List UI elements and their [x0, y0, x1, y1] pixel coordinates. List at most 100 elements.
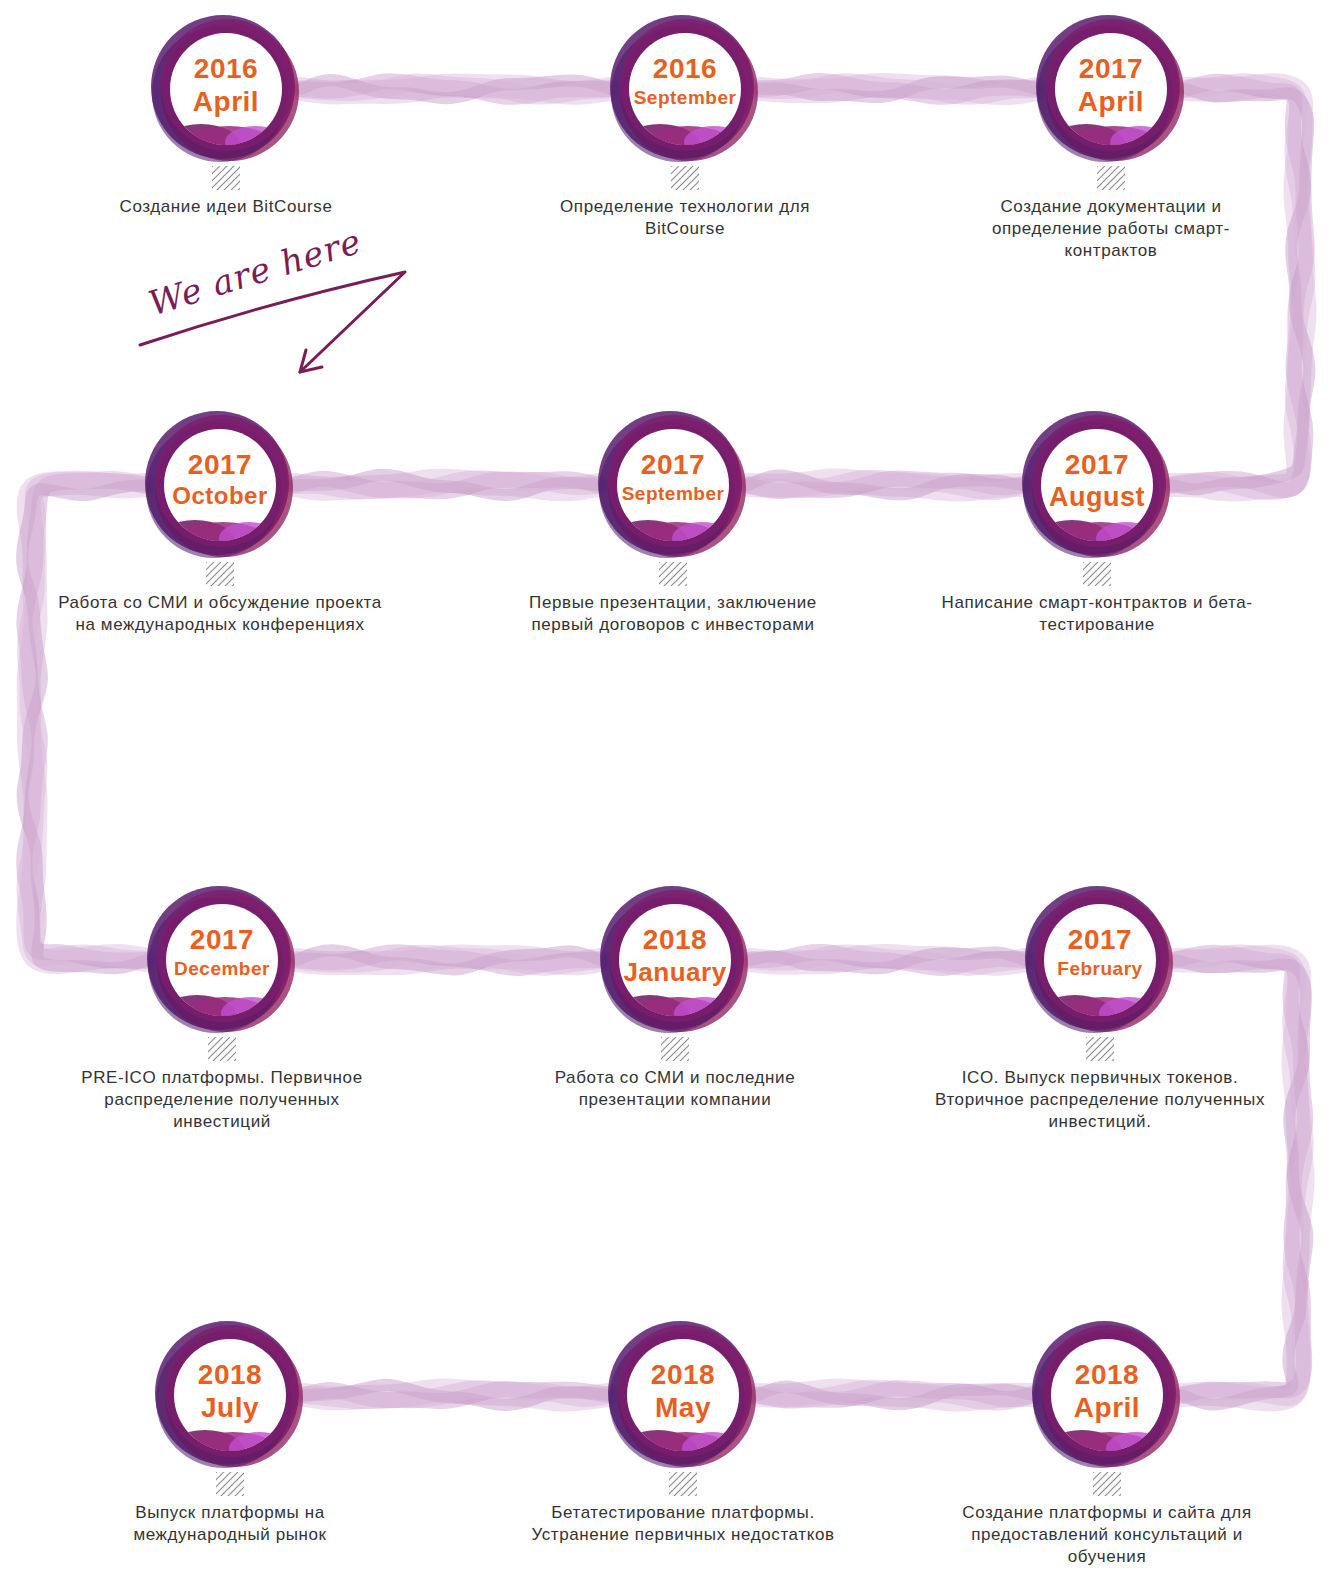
- ring-wave: [219, 522, 279, 554]
- milestone-node: 2017AprilСоздание документации и определ…: [1036, 14, 1186, 164]
- month-text: May: [655, 1394, 711, 1422]
- ring-wave: [630, 997, 726, 1041]
- hatch-fill: [1093, 1472, 1121, 1496]
- hatch-fill: [206, 562, 234, 586]
- hatch-mark: [1086, 1037, 1114, 1061]
- milestone-description: Создание платформы и сайта для предостав…: [942, 1502, 1272, 1568]
- ribbon-strand: [750, 953, 1025, 967]
- hatch-mark: [661, 1037, 689, 1061]
- hatch-mark: [208, 1037, 236, 1061]
- year-text: 2017: [1079, 55, 1143, 83]
- ribbon-strand: [758, 1386, 1032, 1404]
- arrow-head: [300, 350, 322, 372]
- year-text: 2017: [641, 451, 705, 479]
- milestone-node: 2016AprilСоздание идеи BitCourse: [151, 14, 301, 164]
- ring-wave: [1096, 522, 1156, 554]
- timeline-ribbon: [295, 475, 598, 495]
- ring-wave: [1062, 1432, 1158, 1476]
- ring-wave: [177, 997, 273, 1041]
- hatch-fill: [1083, 562, 1111, 586]
- timeline-ribbon: [748, 475, 1022, 494]
- hatch-mark: [1093, 1472, 1121, 1496]
- ribbon-strand: [760, 81, 1036, 97]
- hatch-mark: [212, 166, 240, 190]
- milestone-node: 2018JanuaryРабота со СМИ и последние пре…: [600, 885, 750, 1035]
- hatch-fill: [661, 1037, 689, 1061]
- ring-wave: [640, 126, 736, 170]
- milestone-node: 2018MayБетатестирование платформы. Устра…: [608, 1320, 758, 1470]
- ring-wave: [229, 1432, 289, 1464]
- month-text: April: [193, 88, 259, 116]
- ribbon-strand: [758, 1389, 1032, 1402]
- milestone-node: 2017FebruaryICO. Выпуск первичных токено…: [1025, 885, 1175, 1035]
- hatch-mark: [216, 1472, 244, 1496]
- year-text: 2018: [643, 926, 707, 954]
- month-text: September: [622, 484, 725, 503]
- ribbon-strand: [305, 1385, 608, 1405]
- ribbon-strand: [305, 1389, 608, 1401]
- ribbon-strand: [1175, 953, 1305, 1397]
- milestone-description: Определение технологии для BitCourse: [520, 196, 850, 240]
- year-text: 2017: [190, 926, 254, 954]
- ribbon-strand: [760, 82, 1036, 96]
- year-text: 2018: [651, 1361, 715, 1389]
- ribbon-strand: [295, 475, 598, 495]
- milestone-description: Создание документации и определение рабо…: [946, 196, 1276, 262]
- timeline-ribbon: [1175, 953, 1307, 1405]
- ring-wave: [221, 997, 281, 1029]
- timeline-ribbon: [301, 80, 610, 98]
- annotation-label: We are here: [144, 221, 366, 324]
- ring-wave: [638, 1432, 734, 1476]
- year-text: 2017: [1065, 451, 1129, 479]
- timeline-ribbon: [750, 952, 1025, 968]
- ribbon-strand: [295, 479, 598, 491]
- ribbon-strand: [750, 952, 1025, 968]
- ring-wave: [181, 126, 277, 170]
- year-text: 2018: [1075, 1361, 1139, 1389]
- milestone-node: 2017SeptemberПервые презентации, заключе…: [598, 410, 748, 560]
- milestone-node: 2016SeptemberОпределение технологии для …: [610, 14, 760, 164]
- month-text: April: [1074, 1394, 1140, 1422]
- month-text: July: [201, 1394, 259, 1422]
- month-text: August: [1049, 484, 1145, 511]
- hatch-fill: [671, 166, 699, 190]
- ribbon-strand: [26, 480, 147, 960]
- ring-wave: [1066, 126, 1162, 170]
- hatch-mark: [1097, 166, 1125, 190]
- hatch-mark: [1083, 562, 1111, 586]
- hatch-mark: [659, 562, 687, 586]
- hatch-fill: [208, 1037, 236, 1061]
- milestone-node: 2017AugustНаписание смарт-контрактов и б…: [1022, 410, 1172, 560]
- ribbon-strand: [297, 950, 600, 969]
- ribbon-strand: [297, 954, 600, 967]
- hatch-mark: [669, 1472, 697, 1496]
- ribbon-strand: [301, 83, 610, 96]
- ring-wave: [1110, 126, 1170, 158]
- ring-wave: [1055, 997, 1151, 1041]
- timeline-ribbon: [22, 480, 147, 968]
- timeline-ribbon: [1172, 82, 1310, 491]
- ring-wave: [1099, 997, 1159, 1029]
- month-text: October: [172, 484, 268, 508]
- milestone-description: ICO. Выпуск первичных токенов. Вторичное…: [935, 1067, 1265, 1133]
- milestone-node: 2018AprilСоздание платформы и сайта для …: [1032, 1320, 1182, 1470]
- ring-wave: [684, 126, 744, 158]
- hatch-fill: [216, 1472, 244, 1496]
- milestone-description: Работа со СМИ и обсуждение проекта на ме…: [55, 592, 385, 636]
- ribbon-strand: [748, 475, 1022, 494]
- ring-wave: [1106, 1432, 1166, 1464]
- ribbon-strand: [750, 952, 1025, 968]
- milestone-node: 2017OctoberРабота со СМИ и обсуждение пр…: [145, 410, 295, 560]
- ribbon-strand: [305, 1389, 608, 1400]
- milestone-description: Работа со СМИ и последние презентации ко…: [510, 1067, 840, 1111]
- timeline-ribbon: [305, 1385, 608, 1405]
- ribbon-strand: [301, 80, 610, 98]
- ring-wave: [628, 522, 724, 566]
- timeline-ribbon: [297, 950, 600, 969]
- hatch-fill: [659, 562, 687, 586]
- month-text: September: [634, 88, 737, 107]
- ribbon-strand: [295, 480, 598, 490]
- milestone-description: Выпуск платформы на международный рынок: [65, 1502, 395, 1546]
- year-text: 2016: [194, 55, 258, 83]
